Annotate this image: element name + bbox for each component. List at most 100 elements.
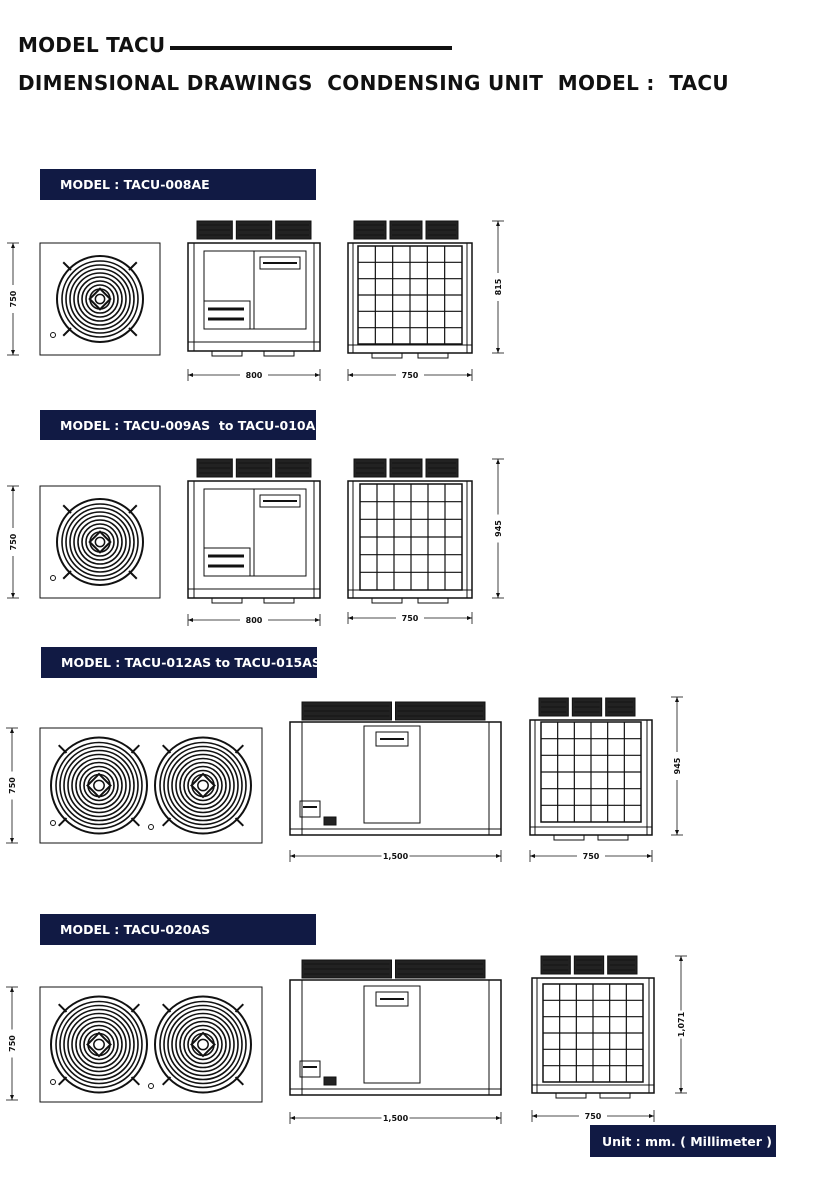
outline	[417, 352, 449, 359]
line	[57, 1076, 68, 1086]
line	[57, 744, 68, 754]
line	[130, 817, 141, 827]
outline	[39, 986, 263, 1103]
fan-guard-ring	[75, 761, 123, 810]
fan-guard-ring	[159, 741, 247, 830]
outline	[39, 242, 161, 356]
outline	[323, 1076, 337, 1086]
fan-guard-ring	[159, 1000, 247, 1089]
drain-hole	[50, 1079, 56, 1085]
outline	[203, 547, 251, 577]
fan-guard-ring	[59, 745, 139, 826]
dimension-label: 750	[8, 1035, 17, 1052]
line	[234, 1003, 245, 1013]
dimension-label: 750	[402, 371, 419, 380]
drain-hole	[50, 575, 56, 581]
fan-guard-ring	[71, 1016, 127, 1073]
outline	[371, 352, 403, 359]
outline	[299, 1060, 321, 1078]
dim-label-bg	[7, 285, 19, 313]
line	[128, 570, 138, 580]
fan-guard-ring	[83, 1028, 115, 1061]
fan-guard-ring	[187, 769, 219, 802]
outline	[347, 344, 473, 354]
top-view-tacu-009as-010as	[39, 485, 161, 599]
dim-right-width-3: 750	[529, 850, 653, 862]
line	[62, 570, 72, 580]
fan-guard-ring	[85, 284, 115, 314]
fan-guard-ring	[73, 515, 127, 569]
line	[62, 261, 72, 271]
fan-guard-ring	[183, 765, 223, 806]
outline	[363, 985, 421, 1084]
fan-guard-ring	[83, 769, 115, 802]
dim-label-bg	[675, 1010, 687, 1039]
dim-label-bg	[396, 369, 424, 381]
outline	[203, 488, 255, 577]
outline	[39, 485, 161, 599]
fan-guard-ring	[187, 1028, 219, 1061]
outline	[347, 480, 473, 599]
line	[57, 1003, 68, 1013]
dimension-label: 815	[494, 278, 503, 295]
dim-label-bg	[381, 1112, 410, 1124]
fan-guard-outer	[56, 255, 144, 343]
fan-guard-ring	[61, 260, 139, 338]
drain-hole	[148, 1083, 154, 1089]
page-title: MODEL TACU	[18, 33, 166, 57]
fan-guard-ring	[79, 1024, 119, 1065]
dim-label-bg	[579, 1110, 607, 1122]
fan-guard-ring	[59, 1004, 139, 1085]
fan-guard-outer	[50, 736, 148, 835]
dimension-label: 750	[9, 533, 18, 550]
fan-guard-outer	[154, 736, 252, 835]
fan-guard-ring	[69, 511, 131, 573]
line	[130, 744, 141, 754]
top-view-tacu-008ae	[39, 242, 161, 356]
line	[128, 327, 138, 337]
dimension-label: 1,071	[677, 1011, 686, 1037]
outline	[187, 588, 321, 599]
dim-label-bg	[396, 612, 424, 624]
dimension-label: 750	[8, 777, 17, 794]
dimension-label: 750	[9, 290, 18, 307]
dim-right-width-2: 750	[347, 612, 473, 624]
dim-label-bg	[492, 514, 504, 543]
dim-label-bg	[240, 369, 268, 381]
outline	[597, 834, 629, 841]
model-label-tacu-020as: MODEL : TACU-020AS	[40, 914, 316, 945]
fan-hub-center	[93, 1038, 105, 1051]
dim-label-bg	[6, 1029, 18, 1058]
fan-guard-ring	[67, 753, 131, 818]
fan-guard-ring	[55, 741, 143, 830]
outline	[289, 828, 502, 836]
fan-hub-center	[197, 779, 209, 792]
drain-hole	[50, 332, 56, 338]
right-view-tacu-009as-010as	[347, 458, 473, 604]
fan-guard-ring	[65, 264, 135, 334]
dim-side-height-3: 750	[6, 727, 18, 844]
fan-guard-ring	[77, 276, 123, 322]
fan-guard-ring	[179, 761, 227, 810]
dim-label-bg	[671, 752, 683, 780]
dim-right-height-1: 815	[492, 220, 504, 354]
dimension-label: 800	[246, 371, 263, 380]
right-view-tacu-012as-015as	[529, 697, 653, 841]
fan-guard-ring	[75, 1020, 123, 1069]
dim-right-height-4: 1,071	[675, 955, 687, 1094]
dim-right-width-1: 750	[347, 369, 473, 381]
top-view-tacu-020as	[39, 986, 263, 1103]
dimension-label: 945	[673, 757, 682, 774]
fan-guard-ring	[167, 1008, 239, 1081]
dim-front-width-3: 1,500	[289, 850, 502, 862]
drain-hole	[50, 820, 56, 826]
line	[161, 744, 172, 754]
outline	[553, 834, 585, 841]
outline	[39, 727, 263, 844]
drain-hole	[148, 824, 154, 830]
right-view-tacu-008ae	[347, 220, 473, 359]
dimension-label: 945	[494, 520, 503, 537]
fan-guard-ring	[63, 1008, 135, 1081]
dim-label-bg	[381, 850, 410, 862]
